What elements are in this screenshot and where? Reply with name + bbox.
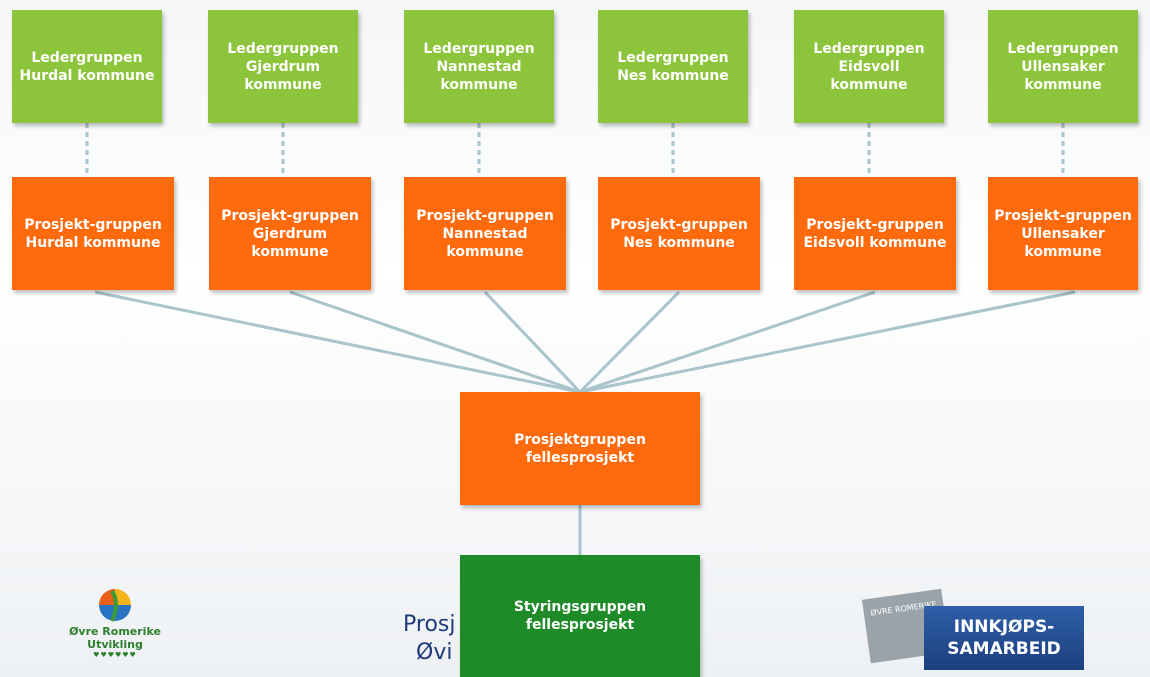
banner-line-1: INNKJØPS-: [953, 617, 1055, 637]
leader-group-label: Ledergruppen Nannestad kommune: [423, 40, 535, 93]
logo-left-name: Øvre Romerike Utvikling: [69, 625, 161, 651]
project-group-ullensaker: Prosjekt-gruppen Ullensaker kommune: [988, 177, 1138, 290]
background-title-line-2: Øvi: [416, 640, 453, 665]
leader-group-gjerdrum: Ledergruppen Gjerdrum kommune: [208, 10, 358, 123]
project-group-label: Prosjekt-gruppen Eidsvoll kommune: [803, 216, 947, 251]
leader-group-eidsvoll: Ledergruppen Eidsvoll kommune: [794, 10, 944, 123]
project-group-label: Prosjekt-gruppen Nannestad kommune: [416, 207, 554, 260]
leader-group-nannestad: Ledergruppen Nannestad kommune: [404, 10, 554, 123]
joint-project-connector: [289, 290, 581, 394]
project-group-gjerdrum: Prosjekt-gruppen Gjerdrum kommune: [209, 177, 371, 290]
leader-group-label: Ledergruppen Gjerdrum kommune: [227, 40, 339, 93]
project-group-nes: Prosjekt-gruppen Nes kommune: [598, 177, 760, 290]
leader-group-label: Ledergruppen Eidsvoll kommune: [813, 40, 925, 93]
project-group-label: Prosjekt-gruppen Nes kommune: [610, 216, 748, 251]
background-title-line-1: Prosj: [403, 612, 456, 637]
leader-group-nes: Ledergruppen Nes kommune: [598, 10, 748, 123]
project-group-label: Prosjekt-gruppen Ullensaker kommune: [994, 207, 1132, 260]
leader-group-label: Ledergruppen Nes kommune: [617, 49, 729, 84]
leader-group-label: Ledergruppen Ullensaker kommune: [1007, 40, 1119, 93]
joint-project-connector: [579, 290, 876, 394]
innkjops-banner: INNKJØPS- SAMARBEID: [924, 606, 1084, 670]
leader-group-label: Ledergruppen Hurdal kommune: [19, 49, 155, 84]
joint-project-connector: [94, 290, 581, 394]
joint-project-label: Prosjektgruppen fellesprosjekt: [514, 431, 646, 466]
leader-group-ullensaker: Ledergruppen Ullensaker kommune: [988, 10, 1138, 123]
joint-project-group: Prosjektgruppen fellesprosjekt: [460, 392, 700, 505]
project-group-hurdal: Prosjekt-gruppen Hurdal kommune: [12, 177, 174, 290]
ovre-romerike-utvikling-logo: Øvre Romerike Utvikling ♥♥♥♥♥♥: [55, 585, 175, 677]
ovre-romerike-utvikling-icon: [99, 589, 131, 622]
banner-line-2: SAMARBEID: [947, 639, 1061, 659]
steering-group-label: Styringsgruppen fellesprosjekt: [513, 599, 647, 633]
joint-project-connector: [578, 290, 681, 394]
joint-project-connector: [579, 290, 1076, 394]
innkjops-samarbeid-logo: ØVRE ROMERIKE INNKJØPS- SAMARBEID: [861, 588, 1092, 677]
project-group-nannestad: Prosjekt-gruppen Nannestad kommune: [404, 177, 566, 290]
project-group-label: Prosjekt-gruppen Hurdal kommune: [24, 216, 162, 251]
logo-left-dots: ♥♥♥♥♥♥: [93, 651, 137, 659]
joint-project-connector: [483, 290, 582, 394]
project-group-eidsvoll: Prosjekt-gruppen Eidsvoll kommune: [794, 177, 956, 290]
project-group-label: Prosjekt-gruppen Gjerdrum kommune: [221, 207, 359, 260]
leader-group-hurdal: Ledergruppen Hurdal kommune: [12, 10, 162, 123]
steering-group: Styringsgruppen fellesprosjekt: [460, 555, 700, 677]
